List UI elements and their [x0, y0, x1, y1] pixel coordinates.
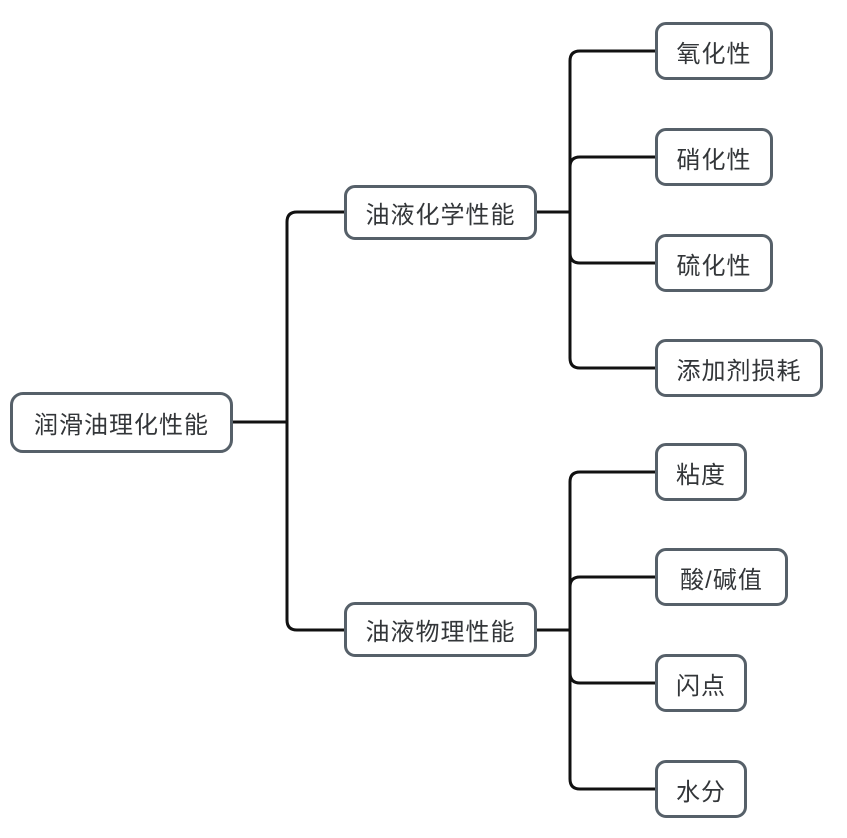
connector-physical-to-moisture	[568, 630, 655, 791]
connector-root-to-chemical	[285, 210, 344, 422]
node-leaf-flash-point[interactable]: 闪点	[655, 654, 747, 712]
node-leaf-viscosity[interactable]: 粘度	[655, 443, 747, 501]
node-label: 水分	[676, 778, 726, 806]
node-label: 闪点	[676, 672, 726, 700]
connector-physical-to-flash-point	[568, 630, 655, 685]
node-label: 粘度	[676, 461, 726, 489]
node-leaf-sulfidation[interactable]: 硫化性	[655, 234, 773, 292]
node-label: 油液物理性能	[365, 619, 516, 646]
connector-physical-to-viscosity	[568, 470, 655, 630]
node-leaf-acid-base-value[interactable]: 酸/碱值	[655, 548, 788, 606]
node-branch-chemical-properties[interactable]: 油液化学性能	[344, 185, 537, 240]
node-label: 油液化学性能	[365, 202, 516, 229]
node-leaf-nitration[interactable]: 硝化性	[655, 128, 773, 186]
node-root-lubricant-properties[interactable]: 润滑油理化性能	[10, 392, 233, 453]
node-branch-physical-properties[interactable]: 油液物理性能	[344, 602, 537, 657]
node-leaf-additive-depletion[interactable]: 添加剂损耗	[655, 339, 823, 397]
node-label: 润滑油理化性能	[34, 412, 209, 439]
connector-root-to-physical	[285, 422, 344, 632]
node-label: 酸/碱值	[680, 566, 763, 594]
node-label: 添加剂损耗	[676, 357, 802, 385]
connector-chemical-to-additive-depletion	[568, 212, 655, 370]
node-label: 氧化性	[676, 40, 752, 68]
node-label: 硫化性	[676, 252, 752, 280]
connector-chemical-to-nitration	[568, 155, 655, 212]
connector-chemical-to-sulfidation	[568, 212, 655, 265]
connector-physical-to-acid-base	[568, 575, 655, 630]
node-leaf-oxidation[interactable]: 氧化性	[655, 22, 773, 80]
node-leaf-moisture[interactable]: 水分	[655, 760, 747, 818]
node-label: 硝化性	[676, 146, 752, 174]
connector-chemical-to-oxidation	[568, 49, 655, 212]
